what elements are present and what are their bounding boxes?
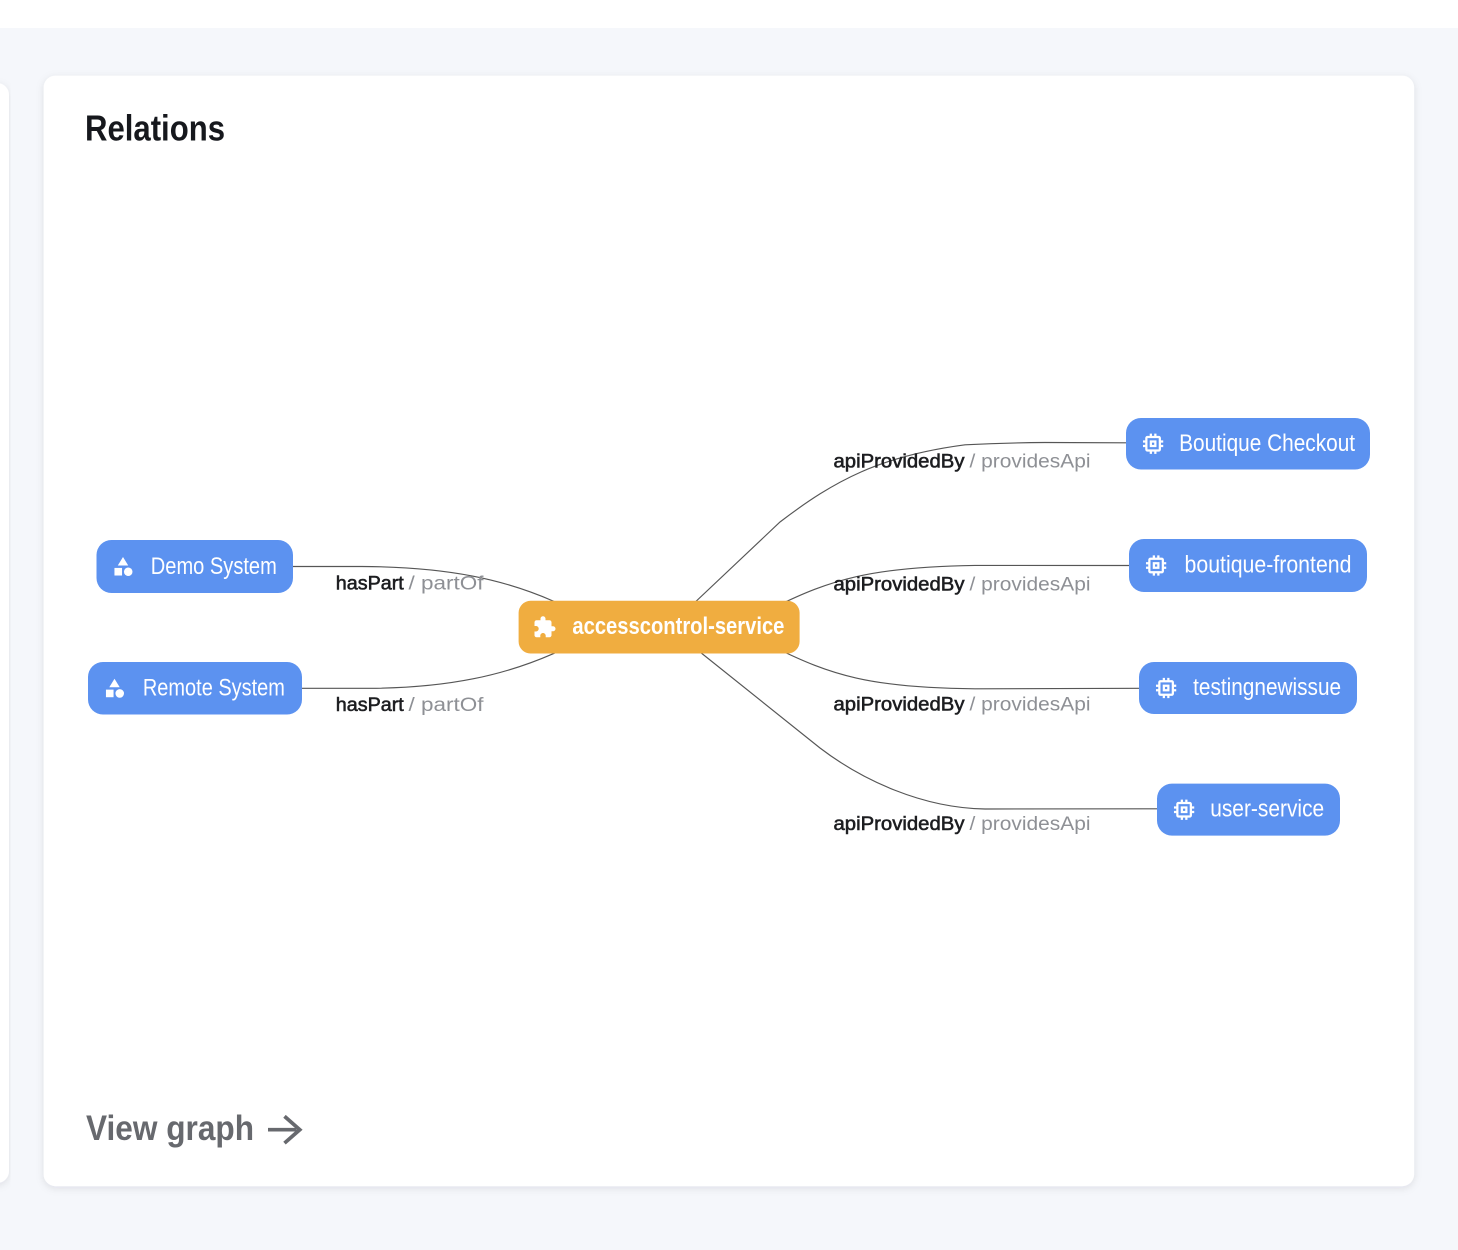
svg-text:/ partOf: / partOf (409, 695, 485, 716)
svg-text:Demo System: Demo System (151, 553, 277, 580)
svg-text:View graph: View graph (86, 1109, 254, 1148)
svg-text:Remote System: Remote System (143, 674, 285, 701)
svg-text:hasPart: hasPart (336, 695, 405, 716)
svg-text:/ providesApi: / providesApi (970, 575, 1091, 596)
svg-text:/ providesApi: / providesApi (970, 452, 1091, 473)
svg-text:Relations: Relations (85, 107, 225, 148)
svg-text:apiProvidedBy: apiProvidedBy (834, 814, 966, 835)
svg-text:user-service: user-service (1210, 796, 1324, 823)
svg-text:apiProvidedBy: apiProvidedBy (834, 452, 966, 473)
svg-text:testingnewissue: testingnewissue (1193, 674, 1341, 701)
svg-text:Boutique Checkout: Boutique Checkout (1179, 430, 1355, 457)
svg-text:/ partOf: / partOf (409, 574, 485, 595)
svg-text:/ providesApi: / providesApi (970, 814, 1091, 835)
svg-text:accesscontrol-service: accesscontrol-service (572, 613, 784, 640)
svg-text:/ providesApi: / providesApi (970, 695, 1091, 716)
svg-text:hasPart: hasPart (336, 574, 405, 595)
svg-text:apiProvidedBy: apiProvidedBy (834, 575, 966, 596)
svg-text:boutique-frontend: boutique-frontend (1185, 552, 1352, 579)
svg-text:apiProvidedBy: apiProvidedBy (834, 695, 966, 716)
